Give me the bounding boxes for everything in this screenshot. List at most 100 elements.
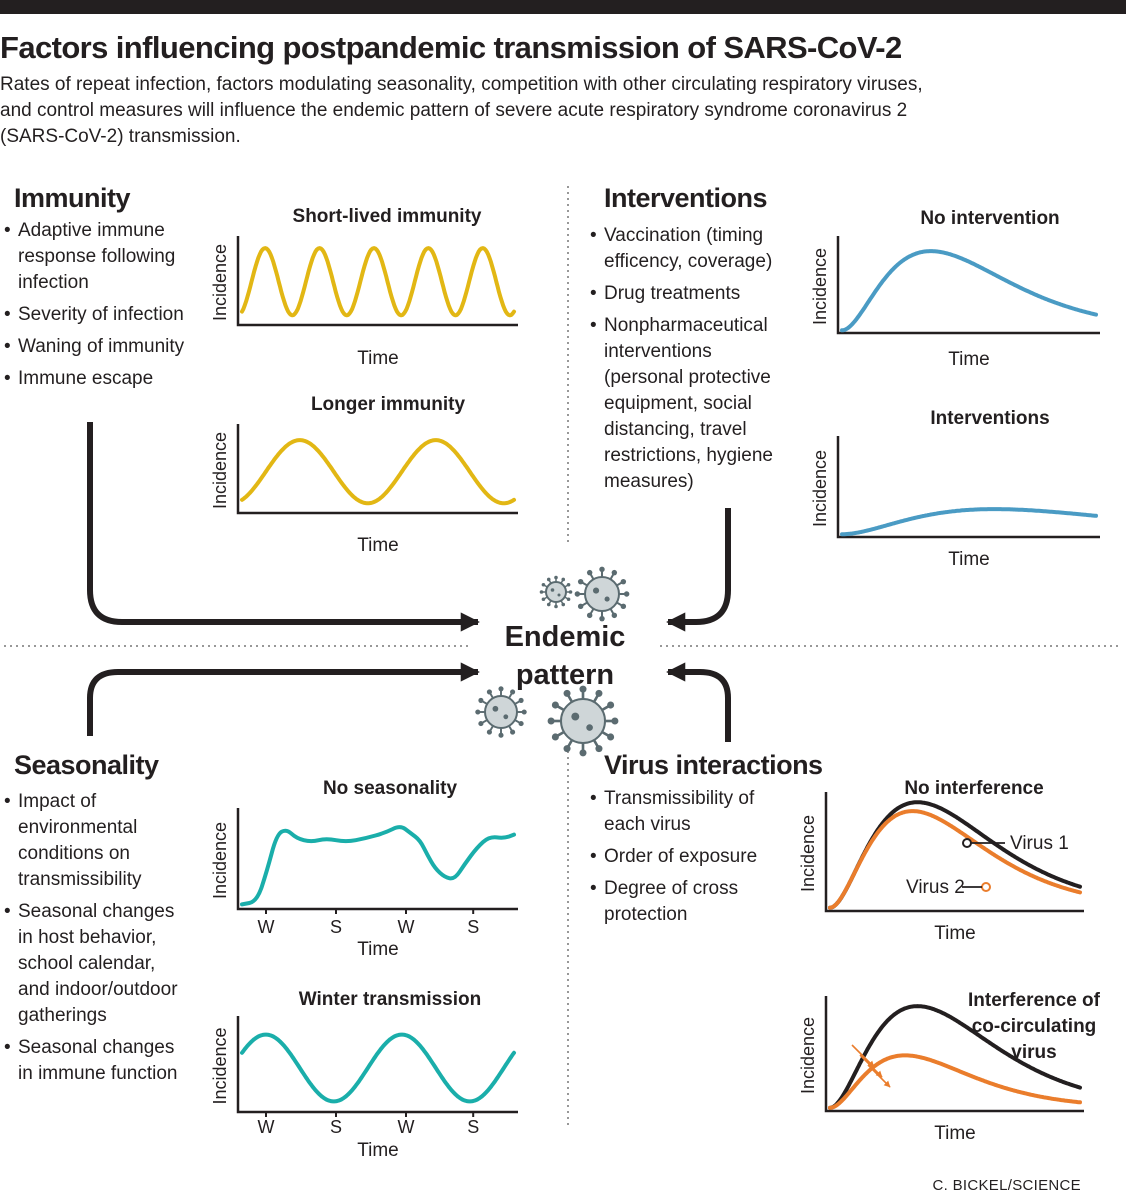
- chart-tick-label: W: [398, 917, 415, 937]
- bullet-line: Seasonal changes: [18, 1037, 175, 1058]
- chart-ylabel: Incidence: [798, 1017, 818, 1094]
- image-credit: C. BICKEL/SCIENCE: [932, 1177, 1081, 1194]
- bullet-line: transmissibility: [18, 869, 142, 890]
- bullet-line: response following: [18, 246, 176, 267]
- bullet-item: Seasonal changes in host behavior, schoo…: [4, 899, 178, 1029]
- seasonality-arrow: [87, 662, 480, 736]
- virus-interactions-arrow: [666, 662, 731, 742]
- interference-arrow: [867, 1064, 891, 1088]
- chart-ylabel: Incidence: [210, 1027, 230, 1104]
- immunity-heading: Immunity: [14, 183, 131, 213]
- chart-series-line: [828, 1004, 1082, 1110]
- chart-series-line-virus-2: [828, 809, 1082, 910]
- seasonality-heading: Seasonality: [14, 750, 159, 780]
- chart-interference: Interference of co-circulating virus Incide…: [798, 990, 1101, 1144]
- chart-title: No intervention: [920, 208, 1059, 229]
- chart-xlabel: Time: [357, 348, 399, 369]
- chart-xlabel: Time: [948, 349, 990, 370]
- bullet-item: Waning of immunity: [4, 334, 184, 360]
- bullet-line: Waning of immunity: [18, 336, 185, 357]
- bullet-item: Drug treatments: [590, 281, 773, 307]
- interventions-arrow: [666, 508, 731, 632]
- chart-axes: [824, 996, 1084, 1113]
- chart-tick-label: W: [258, 917, 275, 937]
- bullet-line: measures): [604, 471, 694, 492]
- subtitle-line: Rates of repeat infection, factors modul…: [0, 74, 923, 95]
- chart-title: co-circulating: [972, 1016, 1097, 1037]
- bullet-item: Vaccination (timing efficency, coverage): [590, 223, 773, 275]
- chart-title: Short-lived immunity: [293, 206, 482, 227]
- bullet-line: equipment, social: [604, 393, 752, 414]
- subtitle-line: (SARS-CoV-2) transmission.: [0, 126, 241, 147]
- chart-series-line: [840, 507, 1098, 537]
- interference-arrow: [859, 1054, 883, 1078]
- chart-tick-label: S: [467, 917, 479, 937]
- chart-ylabel: Incidence: [810, 248, 830, 325]
- bullet-line: efficency, coverage): [604, 251, 773, 272]
- bullet-line: Degree of cross: [604, 878, 739, 899]
- bullet-line: school calendar,: [18, 953, 156, 974]
- chart-title: virus: [1011, 1042, 1056, 1063]
- bullet-line: protection: [604, 904, 688, 925]
- chart-series-line: [240, 438, 516, 506]
- chart-title: Interference of: [968, 990, 1101, 1011]
- bullet-item: Severity of infection: [4, 302, 184, 328]
- bullet-line: in host behavior,: [18, 927, 157, 948]
- center-line: Endemic: [504, 621, 626, 653]
- bullet-line: Seasonal changes: [18, 901, 175, 922]
- chart-title: No interference: [904, 778, 1043, 799]
- chart-series-line: [240, 1032, 516, 1104]
- chart-xlabel: Time: [948, 549, 990, 570]
- seasonality-bullet-list: Impact of environmental conditions on tr…: [4, 789, 178, 1093]
- chart-series-line: [240, 246, 516, 318]
- bullet-line: environmental: [18, 817, 138, 838]
- bullet-line: Impact of: [18, 791, 97, 812]
- immunity-bullet-list: Adaptive immune response following infec…: [4, 218, 184, 398]
- chart-axes: [236, 808, 518, 911]
- bullet-line: Nonpharmaceutical: [604, 315, 768, 336]
- bullet-line: distancing, travel: [604, 419, 747, 440]
- bullet-line: and indoor/outdoor: [18, 979, 178, 1000]
- chart-ylabel: Incidence: [810, 450, 830, 527]
- interventions-heading: Interventions: [604, 183, 768, 213]
- chart-axes: [836, 436, 1100, 539]
- series-label-virus-2: Virus 2: [906, 877, 965, 898]
- chart-tick-label: S: [467, 1117, 479, 1137]
- chart-xlabel: Time: [934, 923, 976, 944]
- series-marker: [962, 838, 972, 848]
- chart-title: Longer immunity: [311, 394, 466, 415]
- top-rule: [0, 0, 1126, 14]
- bullet-line: interventions: [604, 341, 712, 362]
- bullet-line: Transmissibility of: [604, 788, 755, 809]
- chart-axes: [236, 236, 518, 327]
- bullet-line: Adaptive immune: [18, 220, 165, 241]
- bullet-item: Transmissibility of each virus: [590, 786, 757, 838]
- series-marker: [981, 882, 991, 892]
- chart-xlabel: Time: [357, 535, 399, 556]
- bullet-line: in immune function: [18, 1063, 178, 1084]
- chart-ylabel: Incidence: [210, 822, 230, 899]
- bullet-line: infection: [18, 272, 89, 293]
- bullet-line: (personal protective: [604, 367, 771, 388]
- chart-tick-label: S: [330, 917, 342, 937]
- virus-particle-icon: [574, 566, 630, 622]
- interventions-bullet-list: Vaccination (timing efficency, coverage)…: [590, 223, 773, 501]
- bullet-line: gatherings: [18, 1005, 107, 1026]
- chart-xlabel: Time: [357, 939, 399, 960]
- endemic-pattern-label: Endemic pattern: [480, 618, 650, 694]
- bullet-item: Adaptive immune response following infec…: [4, 218, 184, 296]
- chart-axes: [824, 792, 1084, 913]
- bullet-line: restrictions, hygiene: [604, 445, 773, 466]
- chart-axes: [236, 424, 518, 515]
- chart-title: No seasonality: [323, 778, 458, 799]
- bullet-line: Immune escape: [18, 368, 154, 389]
- bullet-line: conditions on: [18, 843, 130, 864]
- interference-arrow: [851, 1044, 875, 1068]
- chart-xlabel: Time: [934, 1123, 976, 1144]
- chart-title: Interventions: [930, 408, 1049, 429]
- bullet-item: Order of exposure: [590, 844, 757, 870]
